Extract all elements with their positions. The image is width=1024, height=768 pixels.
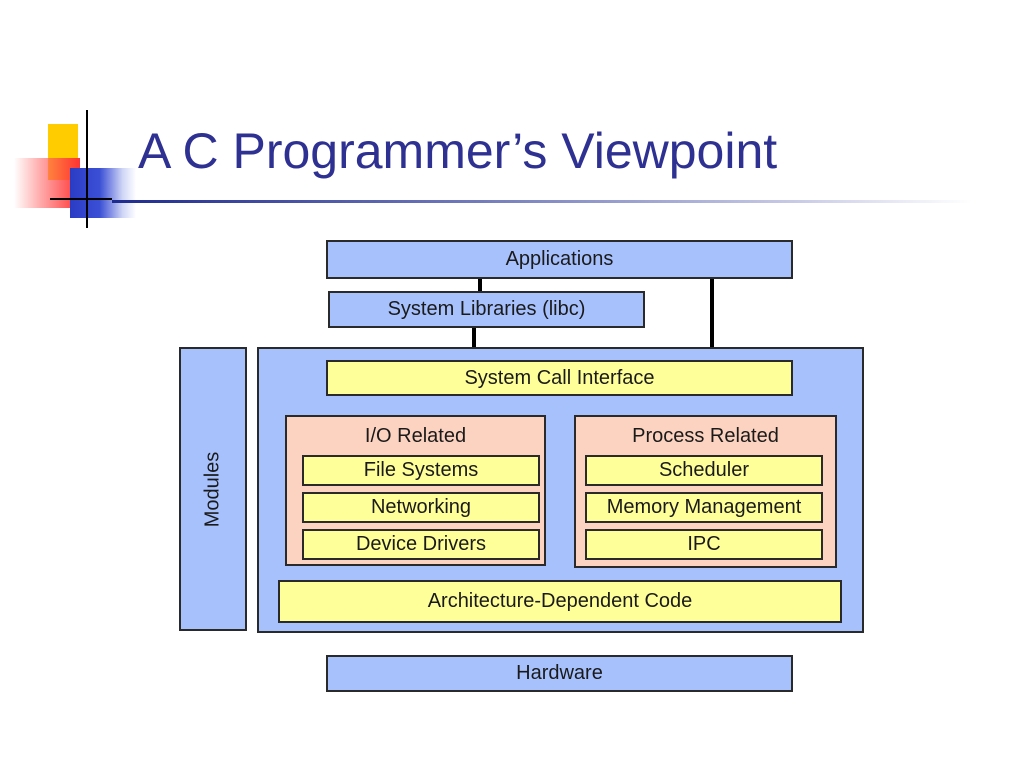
io-related-title: I/O Related bbox=[364, 425, 467, 447]
scheduler-box: Scheduler bbox=[585, 455, 823, 486]
system-libraries-box: System Libraries (libc) bbox=[328, 291, 645, 328]
ipc-box: IPC bbox=[585, 529, 823, 560]
architecture-dependent-code-box: Architecture-Dependent Code bbox=[278, 580, 842, 623]
connector-apps-to-libc bbox=[478, 278, 482, 294]
hardware-box: Hardware bbox=[326, 655, 793, 692]
system-call-interface-box: System Call Interface bbox=[326, 360, 793, 396]
ornament-horizontal-line bbox=[50, 198, 112, 200]
ornament-vertical-line bbox=[86, 110, 88, 228]
networking-box: Networking bbox=[302, 492, 540, 523]
modules-box: Modules bbox=[179, 347, 247, 631]
connector-libc-to-syscall bbox=[472, 326, 476, 362]
ornament-blue-gradient bbox=[70, 168, 136, 218]
applications-box: Applications bbox=[326, 240, 793, 279]
slide-title: A C Programmer’s Viewpoint bbox=[138, 123, 778, 179]
file-systems-box: File Systems bbox=[302, 455, 540, 486]
modules-label: Modules bbox=[201, 451, 224, 527]
process-related-title: Process Related bbox=[632, 425, 779, 447]
device-drivers-box: Device Drivers bbox=[302, 529, 540, 560]
memory-management-box: Memory Management bbox=[585, 492, 823, 523]
connector-apps-to-syscall bbox=[710, 278, 714, 362]
title-underline bbox=[112, 200, 972, 203]
